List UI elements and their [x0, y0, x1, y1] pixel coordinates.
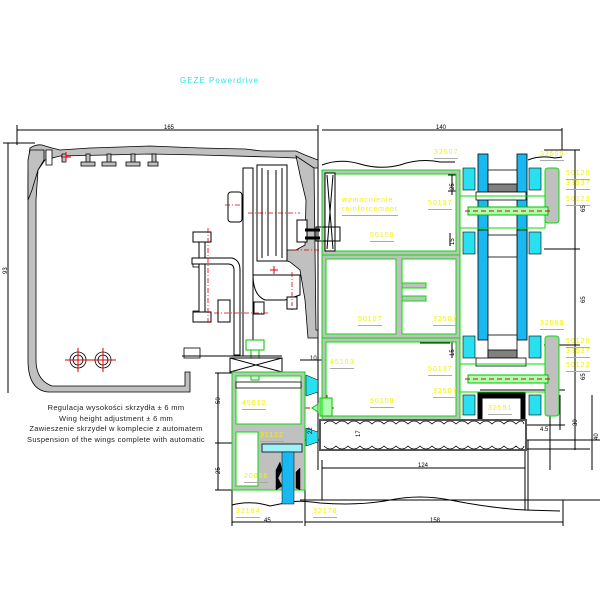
part-label-33537-mid: 33537: [566, 348, 591, 358]
part-label-50137-lower: 50137: [428, 366, 453, 376]
note-line-pl-1: Regulacja wysokości skrzydła ± 6 mm: [47, 403, 185, 412]
dim-left-height: 93: [3, 267, 9, 274]
small-gasket: [305, 374, 319, 447]
dim-right-h3: 65: [581, 373, 587, 380]
part-label-32599-top: 32599: [540, 151, 565, 161]
part-label-50120-mid: 50120: [566, 338, 591, 348]
reinforcement-label-en: reinforcement: [342, 206, 398, 216]
part-label-32507-low: 32507: [433, 388, 458, 398]
insulation-panel: [319, 419, 527, 451]
gaskets: [462, 167, 542, 416]
part-label-32507-mid: 32507: [433, 316, 458, 326]
note-line-en-1: Wing height adjustment ± 6 mm: [58, 413, 174, 423]
dim-glass-gap-top: 25: [450, 183, 456, 190]
part-label-50137-upper: 50137: [428, 200, 453, 210]
carriage-axes: [207, 204, 320, 325]
dim-top-right-width: 140: [436, 125, 447, 131]
part-label-50120-top: 50120: [566, 170, 591, 180]
reinforcement-label-pl: wzmocnienie: [342, 197, 394, 204]
adjustment-notes: Regulacja wysokości skrzydła ± 6 mm Wing…: [26, 403, 206, 445]
dim-glass-gap-mid: 15: [450, 238, 456, 245]
dim-glass-gap-low: 15: [450, 349, 456, 356]
dim-right-h2: 65: [581, 296, 587, 303]
dim-mid-gap: 22: [308, 427, 314, 434]
part-label-32599-mid: 32599: [540, 320, 565, 330]
dim-frame-height-upper: 50: [216, 397, 222, 404]
part-label-31122: 31122: [260, 432, 284, 442]
part-label-50122-mid: 50122: [566, 362, 591, 372]
reinforcement: [315, 172, 341, 252]
part-label-45103: 45103: [330, 359, 355, 369]
door-glass: [275, 451, 301, 505]
glazing-upper: [475, 153, 528, 367]
dim-right-h1: 65: [581, 205, 587, 212]
dim-right-offset: 4.5: [540, 427, 549, 433]
part-label-50109-lower: 50109: [370, 398, 395, 408]
dim-panel-width: 124: [418, 463, 429, 469]
part-label-32178: 32178: [313, 508, 338, 518]
break-lines: [231, 156, 563, 512]
dim-panel-depth: 17: [356, 430, 362, 437]
hanger-block: [182, 355, 283, 373]
dim-frame-height-lower: 25: [216, 467, 222, 474]
screw: [311, 397, 333, 417]
part-label-33537-top: 33537: [566, 180, 591, 190]
part-label-20066: 20066: [244, 473, 269, 483]
housing-hook: [27, 149, 53, 201]
dim-offset-small: 10: [310, 356, 317, 362]
dim-right-inner: 30: [573, 419, 579, 426]
dim-bottom-right-width: 158: [430, 518, 441, 524]
dim-right-h4: 40: [594, 433, 600, 440]
note-line-pl-2: Zawieszenie skrzydeł w komplecie z autom…: [29, 424, 203, 433]
part-label-32194: 32194: [236, 508, 261, 518]
part-label-32551: 32551: [488, 405, 513, 415]
dim-top-left-width: 165: [164, 125, 175, 131]
part-label-50109-upper: 50109: [370, 232, 395, 242]
part-label-45012: 45012: [242, 400, 267, 410]
part-label-50122-top: 50122: [566, 196, 591, 206]
dim-bottom-left-width: 45: [264, 518, 271, 524]
note-line-en-2: Suspension of the wings complete with au…: [27, 434, 205, 444]
part-label-32507-top: 32507: [434, 149, 459, 159]
part-label-50107: 50107: [358, 316, 383, 326]
drawing-title: GEZE Powerdrive: [180, 76, 260, 85]
operator-housing-profile: [27, 144, 319, 393]
